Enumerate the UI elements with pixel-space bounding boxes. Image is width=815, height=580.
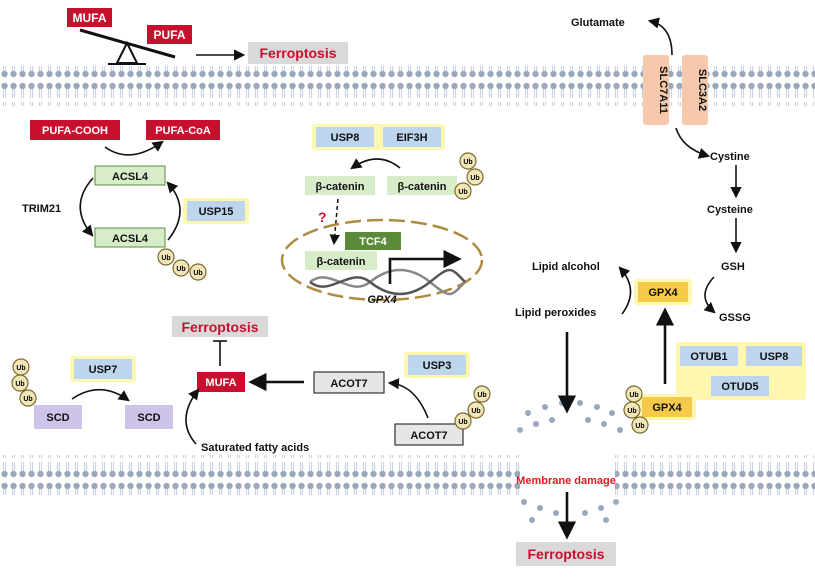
acot7-ub-chain: Ub Ub Ub (454, 385, 491, 430)
svg-text:Ub: Ub (470, 175, 479, 182)
slc3a2-label: SLC3A2 (696, 69, 708, 111)
svg-text:Ub: Ub (15, 381, 24, 388)
svg-text:Ub: Ub (176, 266, 185, 273)
svg-text:Ub: Ub (629, 392, 638, 399)
tcf4-box (345, 232, 401, 250)
scd-ub-chain: Ub Ub Ub (11, 358, 37, 407)
svg-text:Ub: Ub (16, 365, 25, 372)
gsh-label: GSH (721, 261, 745, 273)
gpx4-gene-label: GPX4 (367, 294, 396, 306)
pufa-coa-label: PUFA-CoA (155, 125, 211, 137)
beta-catenin-ub-chain: Ub Ub Ub (454, 152, 484, 200)
ferroptosis-label-top: Ferroptosis (259, 45, 336, 61)
pufa-cooh-label: PUFA-COOH (42, 125, 108, 137)
usp15-label: USP15 (199, 206, 234, 218)
trim21-label: TRIM21 (22, 203, 61, 215)
svg-text:Ub: Ub (161, 255, 170, 262)
scd-left-label: SCD (46, 412, 69, 424)
svg-text:Ub: Ub (463, 159, 472, 166)
slc7a11-label: SLC7A11 (657, 66, 669, 114)
ferroptosis-box-top (248, 42, 348, 64)
usp8-label-right: USP8 (760, 351, 789, 363)
svg-text:Ub: Ub (635, 423, 644, 430)
mufa-label-mid: MUFA (205, 377, 236, 389)
dna-helix (309, 268, 466, 296)
ferroptosis-label-bottom: Ferroptosis (527, 546, 604, 562)
acsl4-top-label: ACSL4 (112, 171, 149, 183)
cystine-label: Cystine (710, 151, 750, 163)
usp3-label: USP3 (423, 360, 452, 372)
svg-text:Ub: Ub (458, 419, 467, 426)
saturated-fatty-acids-label: Saturated fatty acids (201, 442, 309, 454)
scd-acot7-module: Ferroptosis MUFA ACOT7 ACOT7 USP3 Ub Ub … (11, 316, 491, 454)
svg-text:Ub: Ub (23, 396, 32, 403)
acsl4-module: PUFA-COOH PUFA-CoA ACSL4 ACSL4 TRIM21 US… (22, 120, 249, 281)
tcf4-label: TCF4 (359, 236, 387, 248)
svg-text:Ub: Ub (193, 270, 202, 277)
scd-right-label: SCD (137, 412, 160, 424)
pufa-label-top: PUFA (153, 28, 185, 42)
svg-text:Ub: Ub (458, 189, 467, 196)
beta-catenin-left: β-catenin (316, 181, 365, 193)
beta-catenin-right: β-catenin (398, 181, 447, 193)
svg-text:Ub: Ub (627, 408, 636, 415)
system-xc-gpx4-module: Glutamate SLC7A11 SLC3A2 Cystine Cystein… (515, 17, 806, 566)
acot7-top-label: ACOT7 (330, 378, 367, 390)
acsl4-ub-chain: Ub Ub Ub (157, 248, 207, 281)
beta-catenin-module: USP8 EIF3H β-catenin β-catenin Ub Ub Ub … (280, 124, 484, 306)
svg-text:Ub: Ub (477, 392, 486, 399)
membrane-top (0, 66, 815, 106)
otud5-label: OTUD5 (721, 381, 758, 393)
pufa-badge-top (147, 25, 192, 44)
nucleus (280, 218, 484, 302)
membrane-damage-scatter (517, 400, 623, 523)
seesaw-group: MUFA PUFA Ferroptosis (67, 8, 348, 65)
eif3h-label: EIF3H (396, 132, 427, 144)
membrane-bottom-left (0, 455, 520, 495)
question-mark: ? (318, 209, 327, 225)
gpx4-ub-label: GPX4 (652, 402, 682, 414)
gpx4-active-label: GPX4 (648, 287, 678, 299)
otub1-label: OTUB1 (690, 351, 727, 363)
lipid-alcohol-label: Lipid alcohol (532, 261, 600, 273)
gssg-label: GSSG (719, 312, 751, 324)
membrane-bottom-right (615, 455, 815, 495)
glutamate-label: Glutamate (571, 17, 625, 29)
membrane-damage-label: Membrane damage (516, 475, 616, 487)
acsl4-bottom-label: ACSL4 (112, 233, 149, 245)
svg-text:Ub: Ub (471, 408, 480, 415)
gpx4-ub-chain: Ub Ub Ub (623, 385, 649, 434)
acot7-bottom-label: ACOT7 (410, 430, 447, 442)
usp7-label: USP7 (89, 364, 118, 376)
mufa-badge-top (67, 8, 112, 27)
lipid-peroxides-label: Lipid peroxides (515, 307, 596, 319)
ferroptosis-label-mid: Ferroptosis (181, 319, 258, 335)
beta-catenin-nuclear: β-catenin (317, 256, 366, 268)
cysteine-label: Cysteine (707, 204, 753, 216)
mufa-label-top: MUFA (73, 11, 107, 25)
usp8-label-center: USP8 (331, 132, 360, 144)
